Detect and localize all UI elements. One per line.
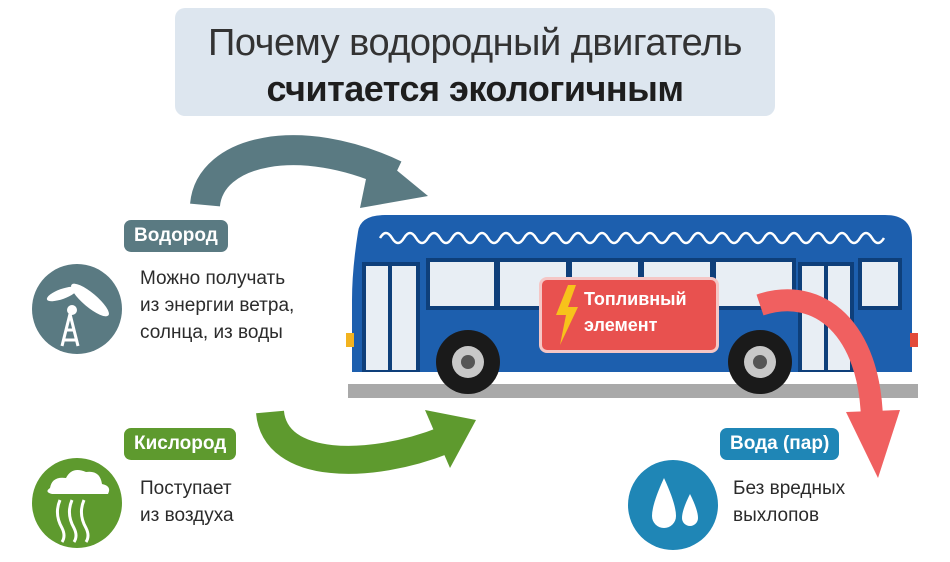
water-drops-drawing: [652, 478, 698, 528]
title-line-1: Почему водородный двигатель: [208, 22, 742, 64]
water-desc: Без вредных выхлопов: [733, 475, 845, 529]
water-desc-line-2: выхлопов: [733, 505, 820, 526]
water-desc-line-1: Без вредных: [733, 478, 846, 499]
oxygen-desc-line-1: Поступает: [140, 478, 232, 499]
title-box: Почему водородный двигатель считается эк…: [175, 8, 775, 116]
hydrogen-desc-line-3: солнца, из воды: [140, 322, 283, 343]
hydrogen-desc: Можно получать из энергии ветра, солнца,…: [140, 265, 294, 346]
oxygen-desc-line-2: из воздуха: [140, 505, 234, 526]
oxygen-desc: Поступает из воздуха: [140, 475, 234, 529]
wind-turbine-drawing: [46, 283, 109, 347]
fuel-cell-label-line-2: элемент: [584, 315, 658, 335]
water-badge: Вода (пар): [720, 428, 840, 460]
title-line-2: считается экологичным: [266, 68, 684, 109]
hydrogen-desc-line-2: из энергии ветра,: [140, 295, 295, 316]
air-cloud-drawing: [47, 470, 110, 543]
hydrogen-desc-line-1: Можно получать: [140, 268, 286, 289]
oxygen-badge: Кислород: [124, 428, 237, 460]
hydrogen-badge: Водород: [124, 220, 228, 252]
fuel-cell-label: Топливный элемент: [584, 286, 710, 338]
fuel-cell-label-line-1: Топливный: [584, 289, 687, 309]
lightning-icon: [556, 285, 578, 345]
